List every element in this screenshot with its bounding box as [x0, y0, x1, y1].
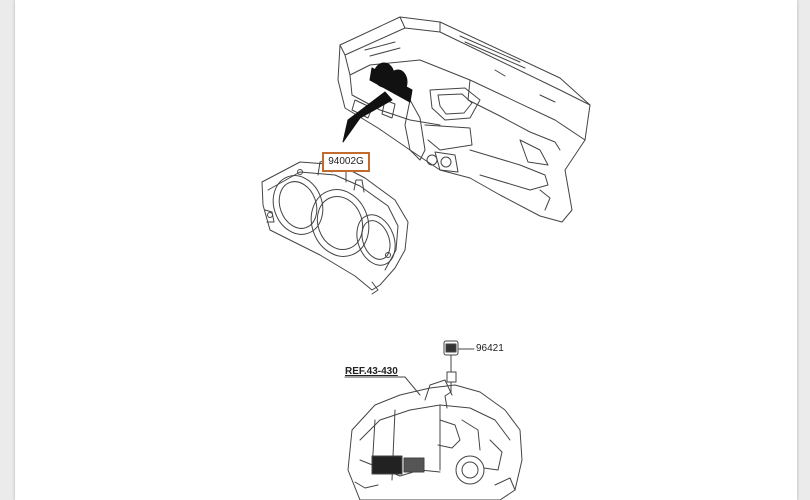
- transmission-illustration: [347, 379, 523, 500]
- sensor-illustration: [443, 340, 475, 409]
- part-number-label: 94002G: [328, 156, 364, 167]
- dashboard-illustration: [337, 16, 591, 223]
- cluster-opening-illustration: [369, 62, 413, 103]
- direction-arrow: [342, 91, 393, 143]
- instrument-cluster-illustration: [261, 159, 409, 295]
- part-callout-94002g[interactable]: 94002G: [322, 152, 370, 172]
- reference-link[interactable]: REF.43-430: [345, 366, 398, 377]
- part-callout-96421[interactable]: 96421: [476, 343, 504, 354]
- reference-leader-line: [344, 376, 421, 396]
